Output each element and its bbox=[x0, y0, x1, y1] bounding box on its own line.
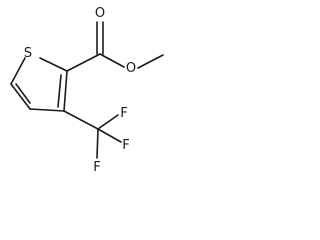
bond-cf3-f-bottom bbox=[96, 128, 99, 159]
carbonyl-oxygen-label: O bbox=[95, 6, 105, 21]
sulfur-atom-label: S bbox=[24, 46, 32, 61]
bond-cf3-f-right bbox=[97, 128, 122, 143]
ester-oxygen-label: O bbox=[126, 61, 136, 76]
molecule-svg: S O O F F F bbox=[10, 6, 164, 175]
bond-ester-o-methyl bbox=[137, 54, 164, 69]
bond-c4-c5 bbox=[10, 83, 31, 110]
bond-c4-c5-inner bbox=[15, 83, 31, 104]
fluorine-right-label: F bbox=[122, 138, 129, 153]
bond-c2-carbonyl bbox=[66, 53, 101, 72]
structure-diagram: S O O F F F bbox=[0, 0, 176, 184]
bond-s-c2 bbox=[39, 57, 68, 72]
bond-c3-cf3 bbox=[63, 110, 99, 130]
fluorine-top-label: F bbox=[120, 106, 127, 121]
bond-c2-c3 bbox=[63, 70, 68, 112]
bond-c2-c3-inner bbox=[57, 74, 62, 108]
bond-c3-c4 bbox=[29, 108, 65, 112]
fluorine-bottom-label: F bbox=[93, 160, 100, 175]
bond-cf3-f-top bbox=[97, 114, 119, 130]
bond-carbonyl-ester-o bbox=[99, 53, 125, 68]
bond-c5-s bbox=[10, 57, 26, 85]
